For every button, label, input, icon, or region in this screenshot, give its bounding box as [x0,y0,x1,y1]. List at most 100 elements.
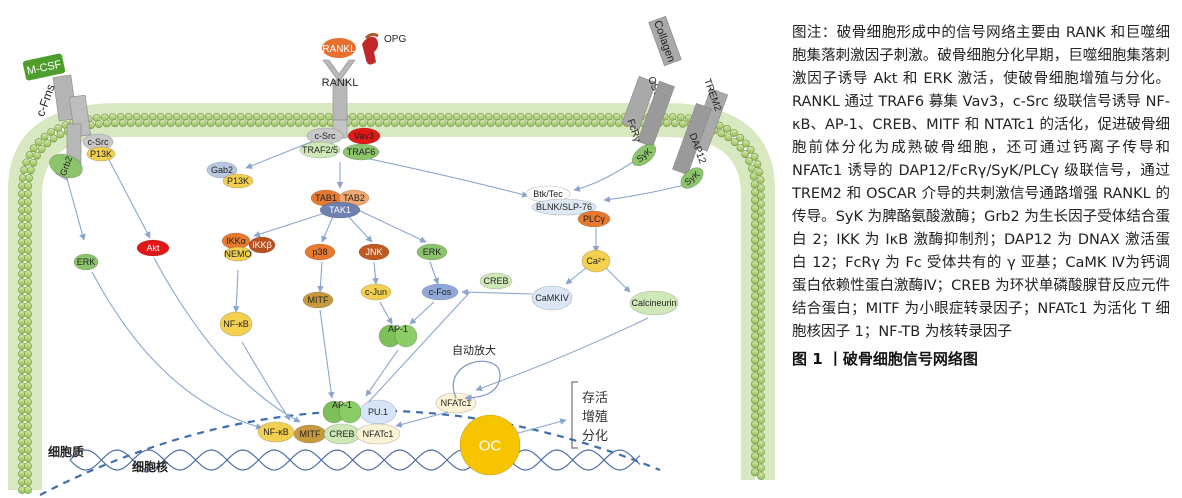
arrow-ca-calcineurin [605,267,631,293]
cjun-label: c-Jun [365,287,387,297]
outcome-bracket [571,381,578,449]
csrc-center-node: c-Src [306,127,344,145]
arrow-tak1-ikk [253,211,329,238]
svg-text:RANKL: RANKL [322,44,356,55]
arrow-tak1-jnk [345,213,373,243]
p13k-left-label: P13K [90,149,112,159]
arrow-erk-cfos [429,261,440,285]
erk-mid-node: ERK [416,243,448,261]
tak1-node: TAK1 [319,201,361,219]
nfkb-nuc-node: NF-κB [257,421,295,443]
ap1-cytoplasm-node: AP-1 [378,324,418,348]
ap1-cytoplasm-node-label: AP-1 [388,324,408,334]
ap1-nucleus-node: AP-1 [322,400,362,424]
traf6-label: TRAF6 [347,147,376,157]
oc-label: OC [479,437,502,454]
arrow-camkiv-cfos [461,288,533,296]
mitf-nuc-label: MITF [300,429,321,439]
arrow-p13k-akt [107,157,151,239]
figure-title: 图 1 丨破骨细胞信号网络图 [792,350,978,368]
svg-text:OPG: OPG [384,34,406,45]
arrow-csrc-gab2 [245,139,317,169]
tab2-label: TAB2 [343,193,365,203]
oc-node: OC [459,414,521,476]
ikka-label: IKKα [226,236,246,246]
rank-label: RANKL [322,77,359,89]
jnk-label: JNK [365,247,382,257]
nfkb-top-label: NF-κB [223,319,249,329]
nfatc1-nuc-node: NFATc1 [355,423,401,445]
arrow-nfkb-nuc [241,341,291,421]
mitf-nuc-node: MITF [293,424,327,444]
rankl-ligand [322,38,356,58]
csrc-left-node: c-Src [82,133,114,151]
calcineurin-node: Calcineurin [629,290,679,316]
nfatc1-cyto-label: NFATc1 [441,398,472,408]
gab2-node: Gab2 [206,161,238,179]
p13k-left-node: P13K [86,146,116,162]
tak1-label: TAK1 [329,205,351,215]
arrow-syk-btk [573,159,637,192]
ikkb-node: IKKβ [248,236,276,254]
arrow-cjun-ap1 [379,301,393,325]
ap1-nucleus-node-label: AP-1 [332,400,352,410]
nfkb-nuc-label: NF-κB [263,427,289,437]
creb-nuc-label: CREB [329,429,354,439]
syk-left-node: SyK [631,143,657,167]
ikka-node: IKKα [221,232,251,250]
dna-helix [69,449,641,471]
cfos-label: c-Fos [429,287,452,297]
cjun-node: c-Jun [360,283,392,301]
btk-label: Btk/Tec [533,189,563,199]
mitf-top-node: MITF [302,291,334,309]
mcsf-ligand [22,53,66,81]
vav3-label: Vav3 [354,131,374,141]
osteoclast-signaling-diagram: M-CSF c-Fms RANKL OPG RANKL Collagen OSC… [8,15,775,496]
p38-label: p38 [312,247,327,257]
akt-node: Akt [136,239,170,257]
cfms-label: c-Fms [33,82,58,118]
arrow-akt-nuc [153,257,301,423]
erk-mid-label: ERK [423,247,442,257]
creb-top-label: CREB [483,276,508,286]
opg-molecule [362,36,379,65]
arrow-tak1-erk [357,209,427,243]
blnk-node: BLNK/SLP-76 [531,198,597,216]
plcy-label: PLCγ [583,214,606,224]
nfatc1-cyto-node: NFATc1 [435,392,477,414]
p38-node: p38 [304,243,336,261]
p13k-mid-label: P13K [227,176,249,186]
rank-receptor: RANKL OPG RANKL [322,32,406,139]
erk-left-node: ERK [73,253,99,271]
mitf-top-label: MITF [308,295,329,305]
auto-amplify-label: 自动放大 [452,343,496,357]
auto-amplify-loop [452,360,501,402]
tab1-label: TAB1 [315,193,337,203]
cfos-node: c-Fos [421,283,459,301]
caption-body: 图注：破骨细胞形成中的信号网络主要由 RANK 和巨噬细胞集落刺激因子刺激。破骨… [792,25,1170,340]
traf6-node: TRAF6 [342,143,380,161]
nfkb-top-node: NF-κB [219,311,253,337]
csrc-left-label: c-Src [88,137,109,147]
plcy-node: PLCγ [577,210,611,228]
camkiv-node: CaMKIV [531,285,573,311]
ca2-node: Ca²⁺ [581,249,611,273]
collagen-ligand [648,15,682,67]
p13k-mid-node: P13K [222,173,254,189]
outcome-proliferation: 增殖 [582,409,608,424]
arrow-grb2-erk [65,174,86,241]
traf25-node: TRAF2/5 [299,141,341,159]
akt-label: Akt [146,243,160,253]
tab2-node: TAB2 [338,189,370,207]
outcome-survival: 存活 [582,390,608,405]
nuclear-envelope [39,409,661,496]
gab2-label: Gab2 [211,165,233,175]
arrow-ca-camkiv [565,267,587,285]
vav3-node: Vav3 [347,127,381,145]
ca2-label: Ca²⁺ [586,256,606,266]
outcome-differentiation: 分化 [582,428,608,443]
arrow-nfatc1-nuc [395,411,449,428]
csrc-center-label: c-Src [315,131,336,141]
pu1-node: PU.1 [359,399,397,425]
cytoplasm-label: 细胞质 [48,444,84,459]
